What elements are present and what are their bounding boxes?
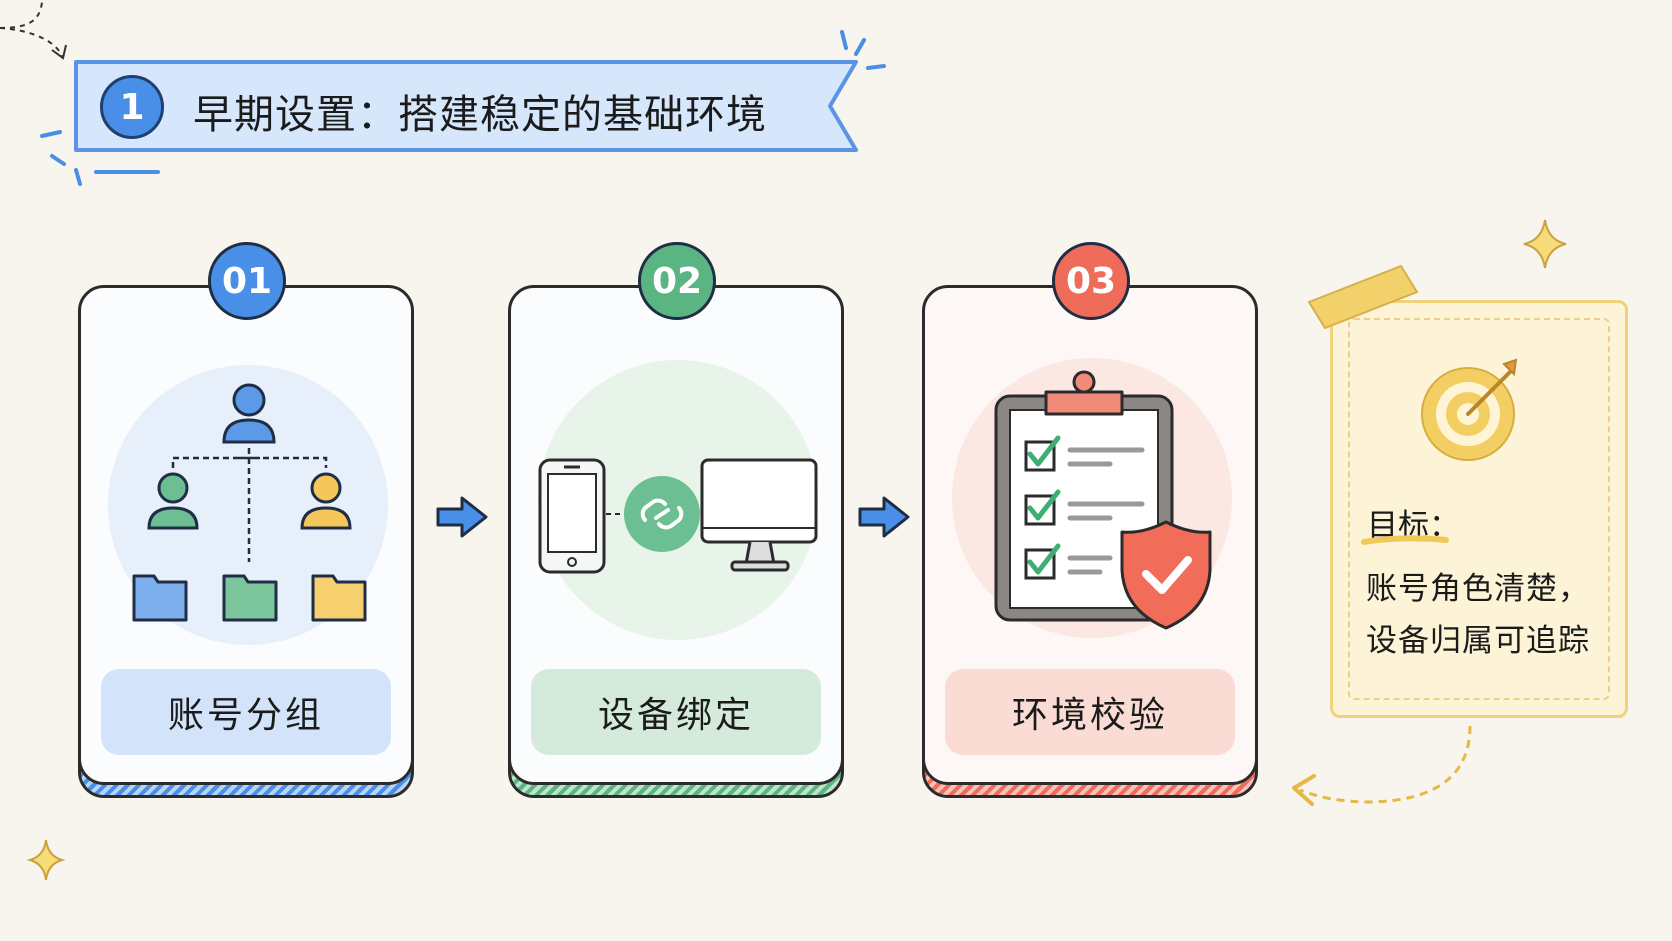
dashed-arrow-decoration: [0, 1, 67, 60]
goal-line-2: 设备归属可追踪: [1366, 623, 1590, 659]
tape-decoration: [1307, 264, 1419, 330]
step-number-badge: 02: [638, 242, 716, 320]
highlight-underline: [1361, 535, 1449, 545]
sparkle-marks-icon: [40, 130, 160, 186]
section-number-badge: 1: [100, 75, 164, 139]
arrow-right-icon: [436, 496, 488, 538]
step-label-account-grouping: 账号分组: [101, 669, 391, 755]
device-link-icon: [538, 458, 818, 574]
title-banner-outline: [74, 60, 858, 152]
arrow-right-icon: [858, 496, 910, 538]
goal-note-inner-border: [1348, 318, 1610, 700]
step-label-device-binding: 设备绑定: [531, 669, 821, 755]
title-banner: [76, 62, 856, 150]
section-title: 早期设置：搭建稳定的基础环境: [193, 92, 767, 138]
step-number-badge: 03: [1052, 242, 1130, 320]
target-icon: [1421, 358, 1518, 461]
sparkle-marks-icon: [840, 30, 886, 70]
step-number-badge: 01: [208, 242, 286, 320]
goal-line-1: 账号角色清楚，: [1366, 571, 1590, 607]
sparkle-star-icon: [26, 839, 66, 881]
org-chart-icon: [132, 383, 367, 622]
curved-return-arrow: [1292, 725, 1472, 806]
sparkle-star-icon: [1523, 219, 1567, 269]
clipboard-shield-icon: [994, 370, 1212, 630]
step-label-environment-check: 环境校验: [945, 669, 1235, 755]
